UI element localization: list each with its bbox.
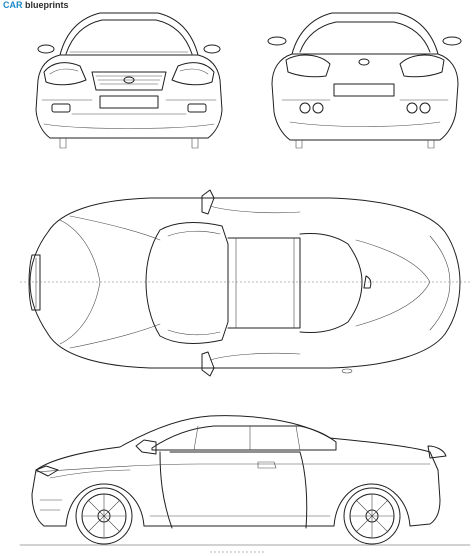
top-view	[20, 189, 470, 377]
front-view	[35, 12, 223, 149]
site-logo: CAR blueprints	[3, 0, 69, 11]
rear-view	[267, 12, 462, 149]
side-view	[19, 415, 471, 553]
logo-accent-text: CAR	[3, 0, 23, 10]
logo-rest-text: blueprints	[25, 0, 69, 10]
